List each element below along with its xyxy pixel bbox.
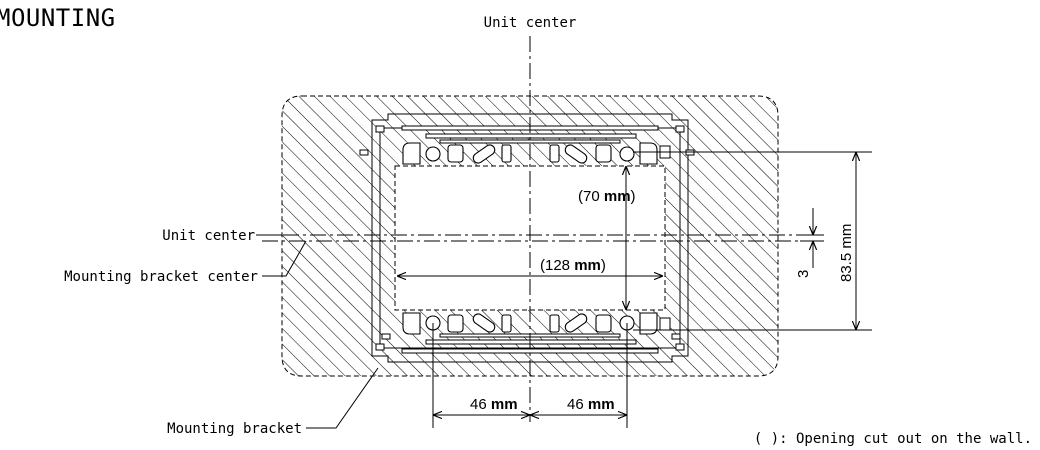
dimension-total-height [633,151,872,331]
leader-lines [258,234,379,429]
label-unit-center-left: Unit center [162,228,255,244]
wall-hatch [281,95,779,377]
dim-text-opening-height: (70 mm) [578,188,636,205]
label-unit-center-top: Unit center [484,15,577,31]
dim-text-hole-right: 46 mm [567,396,615,413]
label-bracket-center: Mounting bracket center [64,269,258,285]
center-lines [256,36,800,422]
dim-text-total-height: 83.5 mm [838,224,855,282]
dim-text-hole-left: 46 mm [470,396,518,413]
note-opening-cutout: ( ): Opening cut out on the wall. [754,431,1032,447]
dimension-hole-spacing [432,323,628,428]
dimension-offset [800,208,824,268]
dim-text-opening-width: (128 mm) [540,257,606,274]
label-mounting-bracket: Mounting bracket [167,421,302,437]
dim-text-offset: 3 [795,270,812,278]
page-title: MOUNTING [0,4,116,32]
top-slot-row [402,142,658,165]
bottom-slot-row [402,312,658,335]
